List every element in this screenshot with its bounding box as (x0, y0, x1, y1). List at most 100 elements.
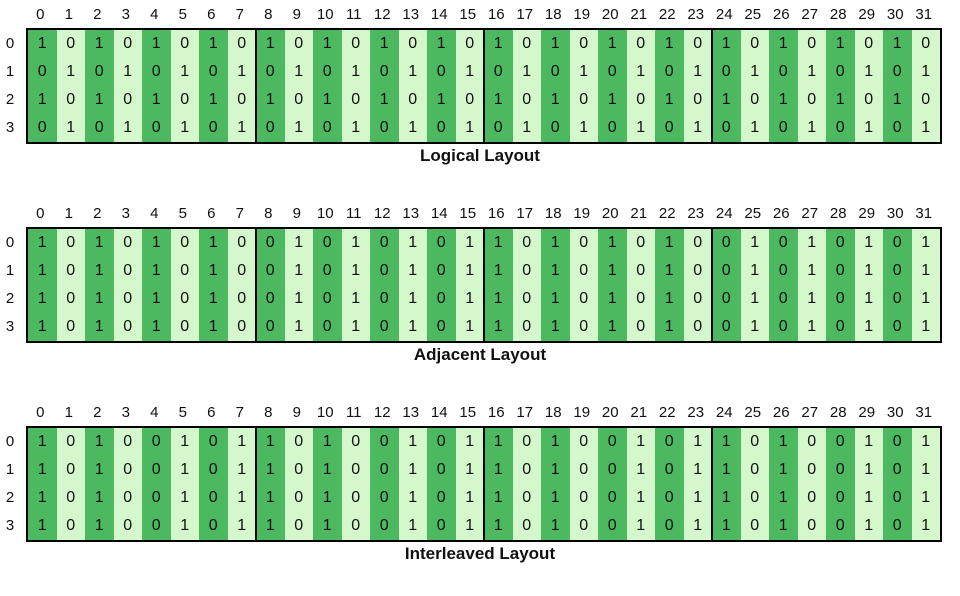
bit-cell: 1 (797, 58, 826, 86)
bit-cell: 0 (313, 313, 342, 341)
column-index: 0 (36, 205, 45, 222)
bit-cell: 0 (598, 484, 627, 512)
bit-cell: 0 (113, 456, 142, 484)
bit-cell: 1 (284, 114, 313, 142)
bit-cell: 1 (256, 484, 285, 512)
column-index: 4 (150, 6, 159, 23)
bit-cell: 0 (797, 30, 826, 58)
bit-cell: 0 (626, 86, 655, 114)
bit-cell: 1 (284, 313, 313, 341)
bit-cell: 1 (541, 229, 570, 257)
bit-cell: 0 (370, 428, 399, 456)
bit-cell: 0 (56, 285, 85, 313)
bit-cell: 0 (683, 229, 712, 257)
bit-cell: 0 (712, 257, 741, 285)
bit-cell: 1 (484, 484, 513, 512)
bit-cell: 1 (170, 456, 199, 484)
bit-cell: 0 (626, 30, 655, 58)
bit-cell: 1 (769, 30, 798, 58)
bit-cell: 1 (398, 456, 427, 484)
layout-caption: Logical Layout (420, 146, 540, 165)
column-index: 14 (430, 404, 448, 421)
bit-cell: 0 (883, 114, 912, 142)
column-index: 8 (264, 6, 273, 23)
bit-cell: 1 (56, 58, 85, 86)
bit-cell: 0 (712, 285, 741, 313)
row-index: 3 (5, 318, 15, 335)
bit-cell: 1 (427, 30, 456, 58)
row-index: 1 (5, 63, 15, 80)
bit-cell: 1 (256, 86, 285, 114)
column-index: 24 (715, 205, 733, 222)
bit-cell: 0 (142, 58, 171, 86)
bit-cell: 0 (655, 58, 684, 86)
column-index: 26 (772, 404, 790, 421)
bit-cell: 0 (113, 30, 142, 58)
bit-cell: 0 (826, 58, 855, 86)
bit-cell: 1 (455, 456, 484, 484)
bit-cell: 1 (341, 229, 370, 257)
column-index: 12 (373, 6, 391, 23)
bit-cell: 0 (484, 114, 513, 142)
bit-cell: 0 (740, 512, 769, 540)
bit-cell: 0 (883, 428, 912, 456)
column-index: 15 (459, 6, 477, 23)
bit-cell: 1 (541, 285, 570, 313)
bit-cell: 0 (256, 114, 285, 142)
bit-cell: 0 (569, 484, 598, 512)
column-index: 29 (858, 6, 876, 23)
bit-cell: 0 (199, 456, 228, 484)
column-index: 7 (235, 404, 244, 421)
column-index: 14 (430, 205, 448, 222)
bit-cell: 1 (541, 313, 570, 341)
bit-cell: 1 (398, 229, 427, 257)
bit-cell: 0 (911, 86, 940, 114)
column-index: 19 (573, 6, 591, 23)
bit-cell: 1 (683, 484, 712, 512)
column-index: 25 (744, 404, 762, 421)
column-index: 15 (459, 205, 477, 222)
bit-cell: 1 (655, 229, 684, 257)
bit-cell: 0 (398, 86, 427, 114)
row-index: 0 (5, 35, 15, 52)
column-index: 9 (292, 6, 301, 23)
bit-cell: 0 (569, 86, 598, 114)
bit-cell: 0 (797, 86, 826, 114)
bit-cell: 1 (740, 313, 769, 341)
bit-cell: 1 (284, 257, 313, 285)
bit-cell: 1 (455, 229, 484, 257)
bit-cell: 0 (370, 229, 399, 257)
bit-cell: 1 (683, 114, 712, 142)
bit-cell: 0 (56, 484, 85, 512)
bit-cell: 1 (28, 456, 57, 484)
bit-cell: 0 (683, 30, 712, 58)
bit-cell: 0 (797, 512, 826, 540)
bit-cell: 0 (512, 456, 541, 484)
column-index: 4 (150, 205, 159, 222)
bit-cell: 0 (341, 30, 370, 58)
bit-cell: 0 (341, 86, 370, 114)
row-index: 2 (5, 489, 15, 506)
column-index: 23 (687, 6, 705, 23)
bit-cell: 1 (142, 86, 171, 114)
column-index: 9 (292, 205, 301, 222)
bit-cell: 0 (598, 58, 627, 86)
bit-cell: 1 (427, 86, 456, 114)
bit-cell: 1 (28, 512, 57, 540)
bit-cell: 1 (797, 229, 826, 257)
bit-cell: 1 (28, 428, 57, 456)
bit-cell: 0 (826, 512, 855, 540)
column-index: 8 (264, 404, 273, 421)
bit-cell: 1 (370, 86, 399, 114)
bit-cell: 1 (341, 58, 370, 86)
bit-cell: 0 (769, 257, 798, 285)
bit-cell: 1 (541, 456, 570, 484)
column-index: 9 (292, 404, 301, 421)
bit-cell: 1 (341, 114, 370, 142)
bit-cell: 1 (398, 428, 427, 456)
bit-cell: 0 (113, 257, 142, 285)
bit-cell: 0 (740, 428, 769, 456)
bit-cell: 1 (911, 229, 940, 257)
bit-cell: 0 (826, 229, 855, 257)
bit-cell: 1 (313, 428, 342, 456)
